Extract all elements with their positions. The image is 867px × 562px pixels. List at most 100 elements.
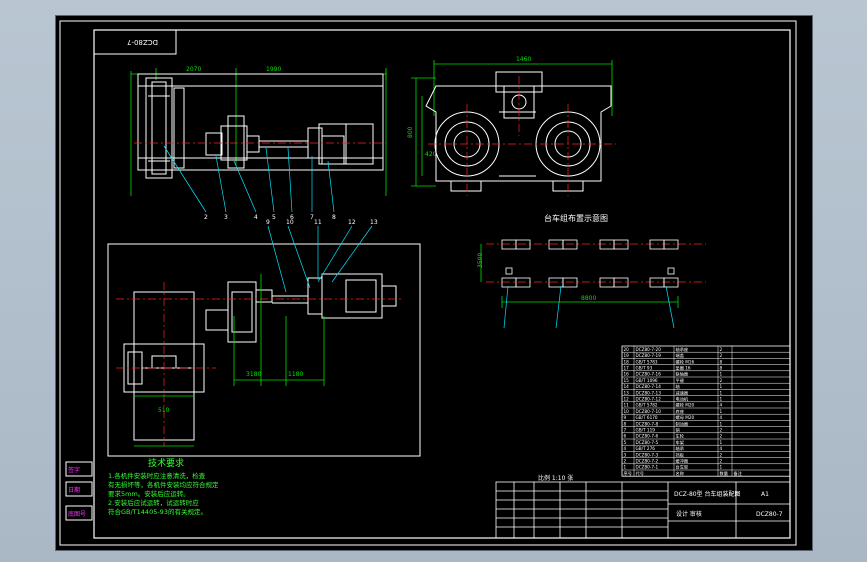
layout-schematic: 台车组布置示意图 3500 8800 [477,213,706,329]
tech-line-1: 1.各机件安装时应注意清洗，检查 [108,471,206,480]
tech-title: 技术要求 [148,457,184,469]
bom-cell: DCZ80-7-2 [636,459,659,464]
bom-cell: 1 [720,384,723,389]
balloon-3: 3 [224,214,228,221]
tech-requirements: 技术要求 1.各机件安装时应注意清洗，检查 有无损坏等，各机件安装均应符合规定 … [108,457,219,516]
bom-cell: 10 [624,409,630,414]
plan-dim-1: 3180 [246,371,261,378]
bom-cell: 8 [720,366,723,371]
balloon-10: 10 [286,219,294,226]
end-dim-width: 1460 [516,56,531,63]
title-block: 比例 1:10 张 DCZ-80型 台车组装配图 A1 设计 审核 DCZ80-… [495,474,791,539]
bom-cell: 螺母 M20 [676,414,695,421]
bom-cell: GB/T 119 [636,428,656,433]
bom-cell: 挡板 [676,451,685,458]
balloon-11: 11 [314,219,322,226]
bom-cell: GB/T 93 [636,366,653,371]
bom-cell: DCZ80-7-12 [636,397,662,402]
bom-cell: 减速器 [676,389,689,396]
top-dim-2: 1990 [266,66,281,73]
balloon-9: 9 [266,219,270,226]
bom-cell: 1 [720,421,723,426]
cad-drawing[interactable]: DCZ80-7 2070 1990 [56,16,812,550]
tech-line-2: 有无损坏等，各机件安装均应符合规定 [108,480,219,489]
bom-cell: 1 [624,465,627,470]
bom-cell: 16 [624,372,630,377]
bom-cell: 联轴器 [676,371,689,378]
bom-cell: 平键 [676,377,685,384]
balloon-12: 12 [348,219,356,226]
bom-cell: 制动器 [676,420,689,427]
end-dim-mid: 420 [425,151,437,158]
balloon-13: 13 [370,219,378,226]
bom-cell: 19 [624,353,630,358]
bom-cell: 6 [624,434,627,439]
code-box [93,29,177,55]
tech-line-3: 要求5mm。安装后应运转。 [108,489,190,498]
code-box-text: DCZ80-7 [127,38,158,46]
bom-cell: 电动机 [676,396,689,403]
bom-cell: 轴承座 [676,346,689,353]
balloon-6: 6 [290,214,294,221]
balloon-2: 2 [204,214,208,221]
bom-header-cell: 序号 [624,470,632,477]
bom-cell: 14 [624,384,630,389]
title-school: 设计 审核 [676,510,702,518]
bom-cell: 17 [624,366,630,371]
bom-cell: 7 [624,428,627,433]
bom-cell: 2 [720,428,723,433]
title-drawing-no: DCZ80-7 [756,511,783,518]
bom-cell: 轴 [676,383,680,390]
bom-cell: 11 [624,403,630,408]
outer-border [59,20,797,546]
bom-cell: 1 [720,390,723,395]
bom-cell: 车架 [676,439,684,446]
title-design-name: DCZ-80型 台车组装配图 [674,490,741,498]
bom-cell: 1 [720,372,723,377]
top-view: 2070 1990 [130,66,387,221]
balloon-5: 5 [272,214,276,221]
title-sheet: A1 [761,491,769,498]
plan-dim-2: 1180 [288,371,303,378]
bom-cell: 4 [720,446,723,451]
bom-cell: 车轮 [676,433,685,440]
bom-header-cell: 代号 [636,470,644,477]
bom-cell: 轴承 [676,445,685,452]
bom-cell: 4 [720,403,723,408]
bom-cell: DCZ80-7-10 [636,409,662,414]
inner-border [93,29,791,539]
tech-line-5: 符合GB/T14405-93的有关规定。 [108,507,207,516]
balloon-4: 4 [254,214,258,221]
bom-cell: 12 [624,397,630,402]
stamp-1: 签字 [68,466,80,474]
bom-cell: DCZ80-7-13 [636,390,662,395]
bom-cell: 15 [624,378,630,383]
cad-viewport[interactable]: DCZ80-7 2070 1990 [55,15,813,551]
tech-line-4: 2.安装后应试运转，试运转时应 [108,498,199,507]
left-stamps: 签字 日期 底图号 [65,461,93,521]
layout-dim-h: 8800 [581,295,596,302]
bom-cell: 20 [624,347,630,352]
bom-cell: DCZ80-7-16 [636,372,662,377]
bom-cell: DCZ80-7-6 [636,434,659,439]
bom-cell: 2 [720,347,723,352]
bom-cell: 缓冲器 [676,458,689,465]
bom-cell: 销 [676,427,680,434]
layout-dim-v: 3500 [477,253,484,268]
top-dim-1: 2070 [186,66,201,73]
bom-cell: 1 [720,440,723,445]
bom-cell: 5 [624,440,627,445]
title-scale-row: 比例 1:10 张 [538,474,573,482]
bom-cell: DCZ80-7-8 [636,421,659,426]
plan-dim-3: 510 [158,407,170,414]
bom-cell: 2 [720,353,723,358]
bom-cell: 8 [624,421,627,426]
bom-header-cell: 备注 [734,470,743,477]
bom-cell: DCZ80-7-19 [636,353,662,358]
end-dim-height: 800 [407,126,414,138]
bom-cell: 9 [624,415,627,420]
bom-cell: 2 [720,434,723,439]
bom-cell: 螺栓 M16 [676,358,695,365]
bom-cell: 2 [720,452,723,457]
balloon-8: 8 [332,214,336,221]
